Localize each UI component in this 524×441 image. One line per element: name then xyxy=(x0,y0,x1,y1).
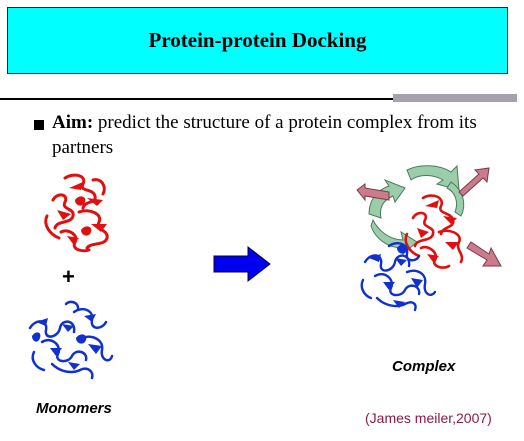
bullet-icon xyxy=(34,120,44,130)
complex-graphic xyxy=(356,164,502,312)
citation: (James meiler,2007) xyxy=(365,410,492,426)
bullet-text: Aim: predict the structure of a protein … xyxy=(52,110,492,160)
slide-title: Protein-protein Docking xyxy=(148,28,367,52)
bullet-body: predict the structure of a protein compl… xyxy=(52,112,477,158)
divider-accent xyxy=(393,94,517,102)
blue-protein-icon xyxy=(28,300,114,380)
monomers-label: Monomers xyxy=(36,400,112,417)
bullet-label: Aim: xyxy=(52,112,94,133)
rotation-arrow-icon xyxy=(368,164,465,256)
plus-sign: + xyxy=(62,264,75,289)
complex-label: Complex xyxy=(392,358,456,375)
translation-arrow-icon xyxy=(356,167,502,267)
divider-line xyxy=(0,98,400,100)
title-box: Protein-protein Docking xyxy=(7,7,508,74)
red-protein-icon xyxy=(44,173,109,253)
right-arrow-icon xyxy=(213,245,271,283)
